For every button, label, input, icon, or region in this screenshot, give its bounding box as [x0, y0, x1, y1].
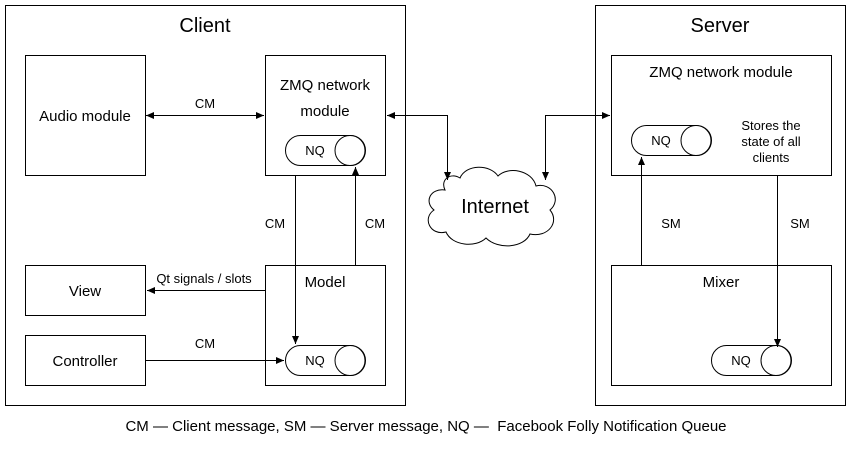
client-zmq-label-line1: ZMQ network: [280, 77, 371, 94]
client-title: Client: [179, 15, 231, 37]
nq-label: NQ: [731, 353, 751, 368]
client-zmq-node: ZMQ network module NQ: [265, 55, 386, 176]
nq-label: NQ: [305, 353, 325, 368]
edges: CM CM CM Qt signals / slots CM SM SM: [146, 96, 810, 364]
legend-text: CM — Client message, SM — Server message…: [125, 418, 726, 435]
internet-label: Internet: [461, 196, 529, 218]
stores-note-line2: state of all: [741, 134, 800, 149]
edge-model-to-zmq-label: CM: [365, 216, 385, 231]
edge-server-nq-up-label: SM: [661, 216, 681, 231]
mixer-nq: NQ: [711, 345, 792, 376]
mixer-node: Mixer NQ: [611, 265, 832, 386]
server-zmq-nq: NQ: [631, 125, 712, 156]
model-nq: NQ: [285, 345, 366, 376]
edge-client-internet: [387, 112, 451, 180]
server-title: Server: [691, 15, 750, 37]
stores-note-line1: Stores the: [741, 118, 800, 133]
controller-node: Controller: [25, 335, 146, 386]
audio-module-node: Audio module: [25, 55, 146, 176]
controller-label: Controller: [52, 353, 117, 370]
audio-module-label: Audio module: [39, 108, 131, 125]
edge-controller-model-label: CM: [195, 336, 215, 351]
edge-server-mixer-down-label: SM: [790, 216, 810, 231]
edge-internet-server: [542, 112, 610, 180]
mixer-label: Mixer: [703, 274, 740, 291]
client-zmq-label-line2: module: [300, 103, 349, 120]
client-zmq-nq: NQ: [285, 135, 366, 166]
server-zmq-label: ZMQ network module: [649, 64, 792, 81]
view-node: View: [25, 265, 146, 316]
view-label: View: [69, 283, 101, 300]
model-node: Model NQ: [265, 265, 386, 386]
edge-zmq-to-model-label: CM: [265, 216, 285, 231]
edge-audio-zmq-label: CM: [195, 96, 215, 111]
edge-model-view-label: Qt signals / slots: [156, 271, 252, 286]
server-zmq-node: ZMQ network module NQ Stores the state o…: [611, 55, 832, 176]
internet-cloud: Internet: [427, 166, 556, 247]
nq-label: NQ: [651, 133, 671, 148]
model-label: Model: [305, 274, 346, 291]
nq-label: NQ: [305, 143, 325, 158]
stores-note-line3: clients: [753, 150, 790, 165]
